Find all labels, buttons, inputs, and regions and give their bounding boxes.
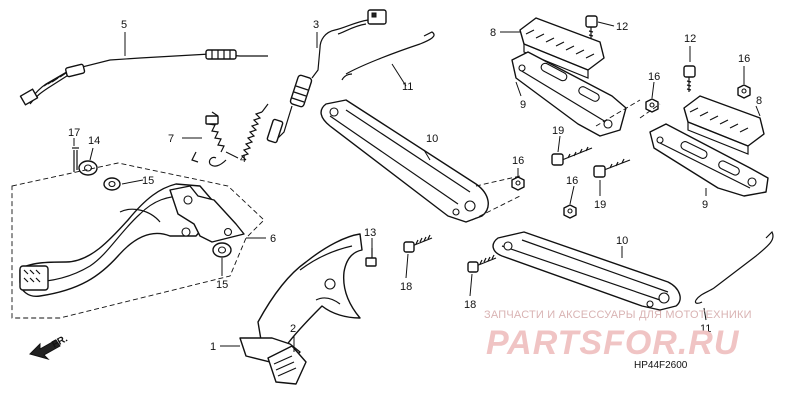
callout-8-upper: 8 — [490, 27, 496, 39]
bolt-18-right — [467, 254, 497, 273]
bolt-19-lower — [593, 158, 631, 178]
callout-4: 4 — [240, 153, 246, 165]
cable-clip-lower — [694, 230, 774, 304]
callout-17: 17 — [68, 127, 80, 139]
bolt-18-left — [403, 234, 433, 253]
stay-lower — [492, 231, 681, 311]
callout-10-lower: 10 — [616, 235, 628, 247]
callout-16-c: 16 — [648, 71, 660, 83]
nut-16-a — [511, 176, 525, 191]
callout-10-upper: 10 — [426, 133, 438, 145]
leader-lines — [73, 21, 761, 352]
callout-7: 7 — [168, 133, 174, 145]
callout-15-lower: 15 — [216, 279, 228, 291]
callout-3: 3 — [313, 19, 319, 31]
callout-numbers: 5 3 7 4 11 10 17 14 15 6 15 1 2 13 18 18… — [68, 19, 762, 353]
callout-11-upper: 11 — [402, 81, 413, 93]
callout-16-d: 16 — [738, 53, 750, 65]
callout-19-lower: 19 — [594, 199, 606, 211]
nut-16-d — [737, 84, 751, 99]
bolt-12-lower — [683, 65, 696, 92]
footrest-step — [239, 337, 307, 385]
washer — [78, 160, 98, 176]
adjuster-assembly — [191, 111, 225, 163]
brake-cable — [19, 49, 268, 106]
footpeg-bracket-upper — [511, 51, 627, 137]
callout-14: 14 — [88, 135, 100, 147]
callout-6: 6 — [270, 233, 276, 245]
front-label: FR. — [50, 333, 70, 350]
footrest-hanger — [257, 233, 363, 347]
callout-18-right: 18 — [464, 299, 476, 311]
brake-pedal — [19, 177, 213, 297]
callout-12-lower: 12 — [684, 33, 696, 45]
callout-1: 1 — [210, 341, 216, 353]
callout-8-lower: 8 — [756, 95, 762, 107]
callout-13: 13 — [364, 227, 376, 239]
watermark-tagline: ЗАПЧАСТИ И АКСЕССУАРЫ ДЛЯ МОТОТЕХНИКИ — [484, 309, 752, 321]
pedal-bracket — [169, 185, 245, 243]
callout-12-upper: 12 — [616, 21, 628, 33]
watermark: ЗАПЧАСТИ И АКСЕССУАРЫ ДЛЯ МОТОТЕХНИКИ PA… — [484, 309, 752, 362]
brake-spring — [208, 103, 269, 167]
callout-18-left: 18 — [400, 281, 412, 293]
cotter-pin — [72, 147, 79, 172]
callout-9-lower: 9 — [702, 199, 708, 211]
bolt-19-upper — [551, 146, 593, 166]
diagram-code: HP44F2600 — [634, 360, 688, 371]
callout-2: 2 — [290, 323, 296, 335]
footpeg-bracket-lower — [649, 123, 769, 197]
callout-19-upper: 19 — [552, 125, 564, 137]
watermark-logo: PARTSFOR.RU — [486, 324, 740, 362]
pedal-nut — [212, 242, 232, 258]
callout-16-a: 16 — [512, 155, 524, 167]
callout-16-b: 16 — [566, 175, 578, 187]
nut-16-c — [645, 98, 659, 113]
front-direction-arrow: FR. — [29, 333, 70, 360]
callout-5: 5 — [121, 19, 127, 31]
dash-link-right — [595, 99, 661, 127]
footpeg-plate-upper — [519, 17, 605, 79]
group-boundary — [11, 162, 265, 319]
dash-link-upper — [471, 175, 521, 221]
cable-clip-upper — [341, 31, 435, 81]
callout-9-upper: 9 — [520, 99, 526, 111]
stay-upper — [320, 99, 489, 223]
bolt-13 — [365, 248, 377, 267]
callout-11-lower: 11 — [700, 323, 711, 335]
brake-light-switch — [266, 9, 387, 144]
callout-15-upper: 15 — [142, 175, 154, 187]
nut-16-b — [563, 204, 577, 219]
footpeg-plate-lower — [683, 95, 765, 155]
